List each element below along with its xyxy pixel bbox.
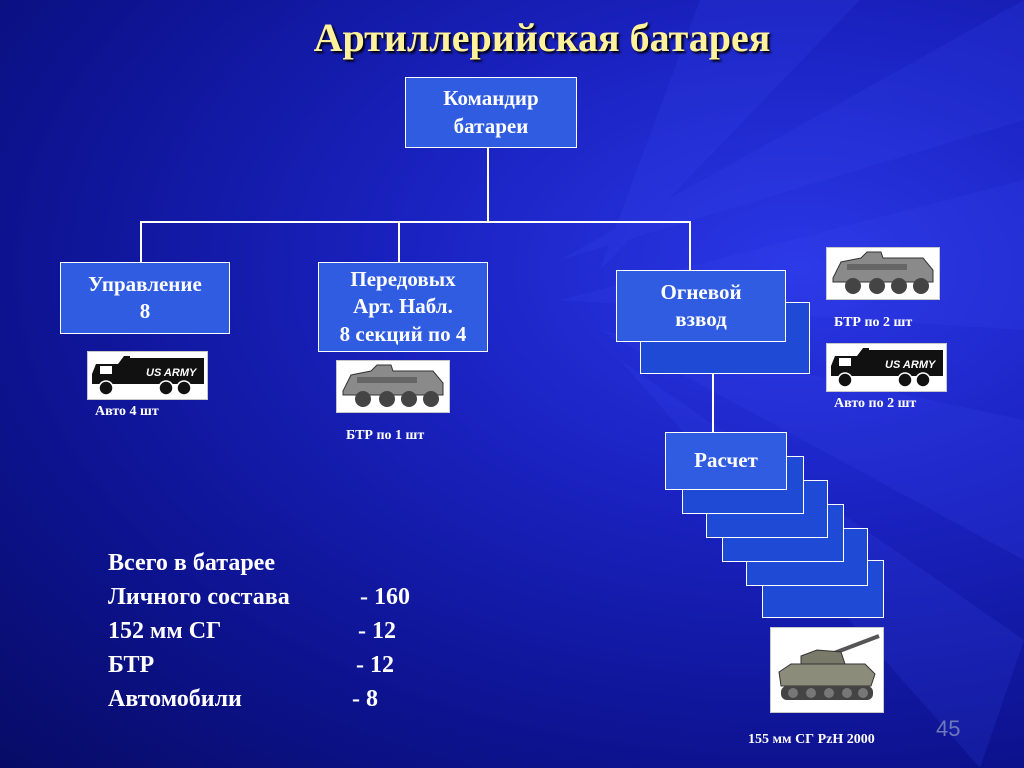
crew-label: Расчет (694, 448, 758, 473)
totals-row-value: - 12 (356, 652, 394, 678)
apc-image-platoon (826, 247, 940, 300)
control-box: Управление 8 (60, 262, 230, 334)
crew-box: Расчет (665, 432, 787, 490)
totals-heading: Всего в батарее (108, 550, 275, 576)
howitzer-image (770, 627, 884, 713)
howitzer-caption: 155 мм СГ PzH 2000 (748, 732, 875, 747)
totals-row-value: - 160 (360, 584, 410, 610)
observers-label: Передовых Арт. Набл. 8 секций по 4 (339, 267, 467, 346)
observers-vehicle-caption: БТР по 1 шт (346, 428, 425, 443)
apc-icon (342, 364, 444, 407)
platoon-apc-caption: БТР по 2 шт (834, 315, 913, 330)
totals-row-value: - 8 (352, 686, 378, 712)
truck-image-control: US ARMY (87, 351, 208, 400)
fire-platoon-label: Огневой взвод (660, 279, 742, 331)
totals-row-value: - 12 (358, 618, 396, 644)
totals-row-label: Личного состава (108, 584, 290, 610)
truck-marking: US ARMY (146, 367, 198, 379)
truck-marking: US ARMY (885, 359, 937, 371)
connector-to-observers (398, 221, 400, 263)
platoon-truck-caption: Авто по 2 шт (834, 396, 917, 411)
truck-image-platoon: US ARMY (826, 343, 947, 392)
commander-box: Командир батареи (405, 77, 577, 148)
control-vehicle-caption: Авто 4 шт (95, 404, 159, 419)
control-label: Управление 8 (88, 271, 202, 323)
totals-row-label: БТР (108, 652, 155, 678)
connector-horizontal (140, 221, 691, 223)
connector-platoon-to-crew (712, 373, 714, 432)
truck-icon: US ARMY (831, 348, 943, 388)
page-title: Артиллерийская батарея (313, 15, 771, 60)
connector-to-control (140, 221, 142, 263)
totals-row-label: 152 мм СГ (108, 618, 222, 644)
totals-row-label: Автомобили (108, 686, 242, 712)
truck-icon: US ARMY (92, 356, 204, 396)
fire-platoon-box: Огневой взвод (616, 270, 786, 342)
apc-icon (832, 251, 934, 294)
observers-box: Передовых Арт. Набл. 8 секций по 4 (318, 262, 488, 352)
page-number: 45 (936, 716, 961, 741)
apc-image-observers (336, 360, 450, 413)
commander-label: Командир батареи (443, 86, 539, 138)
connector-commander-down (487, 147, 489, 221)
connector-to-platoon (689, 221, 691, 271)
howitzer-icon (778, 634, 880, 700)
